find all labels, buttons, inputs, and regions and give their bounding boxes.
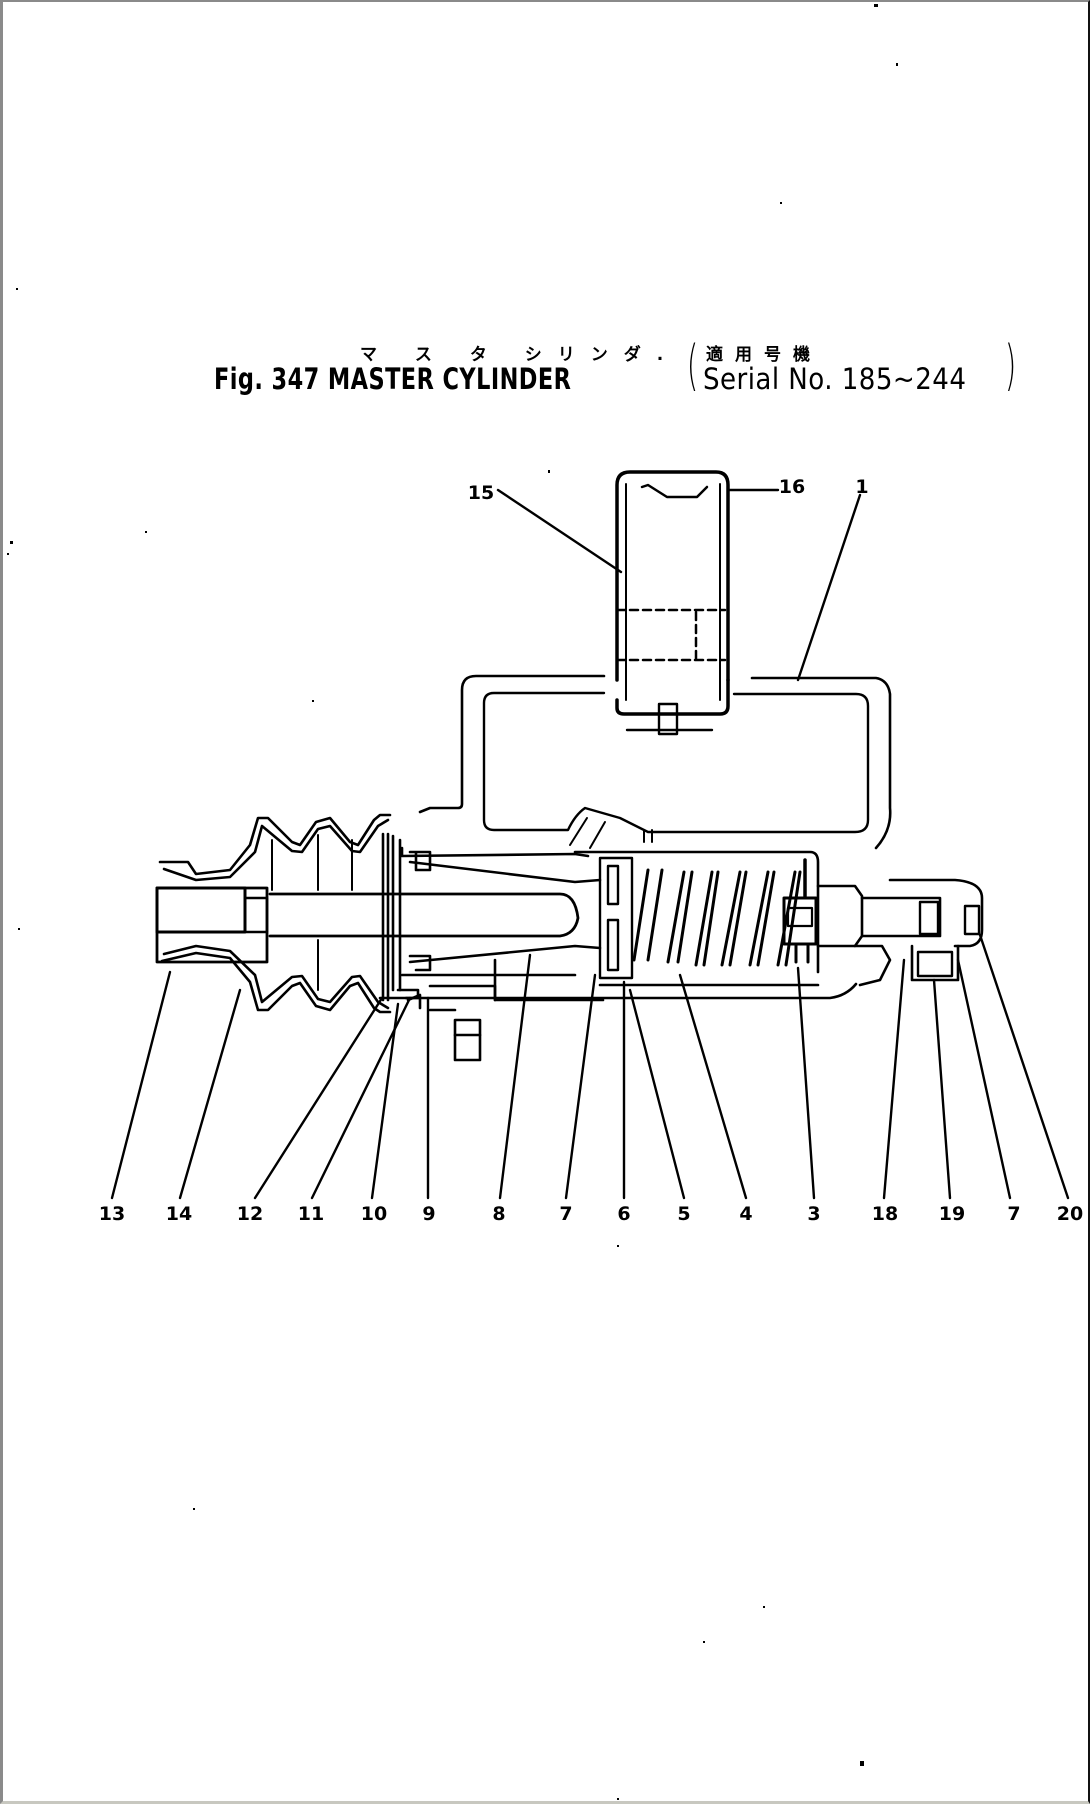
scan-speck [16,288,18,290]
callout-16: 16 [778,476,806,498]
callout-4: 4 [739,1203,753,1225]
callout-20: 20 [1056,1203,1084,1225]
outlet-fitting [816,878,984,987]
applicability-kana: 適用号機 [706,345,822,365]
paren-close: ) [1004,334,1017,397]
leader-lines [110,488,1070,1200]
dust-boot [158,813,392,1014]
scan-speck [145,531,147,533]
scan-speck [874,4,878,7]
scan-speck [703,1641,705,1643]
callout-7a: 7 [559,1203,573,1225]
scan-speck [548,470,550,473]
push-rod [155,886,580,964]
scan-speck [18,928,20,930]
scan-speck [10,541,13,544]
callout-11: 11 [297,1203,325,1225]
cylinder-bore [378,850,858,1000]
serial-range: Serial No. 185~244 [703,362,967,396]
scan-speck [617,1798,619,1800]
scan-speck [193,1508,195,1510]
scan-speck [860,1761,864,1766]
callout-14: 14 [165,1203,193,1225]
return-spring [632,868,802,967]
callout-6: 6 [617,1203,631,1225]
scan-speck [7,553,9,555]
callout-19: 19 [938,1203,966,1225]
callout-5: 5 [677,1203,691,1225]
scan-speck [312,700,314,702]
callout-8: 8 [492,1203,506,1225]
title-kana: マ ス タ シリンダ. [360,345,680,365]
scan-speck [780,202,782,204]
paren-open: ( [686,334,699,397]
callout-13: 13 [98,1203,126,1225]
scan-speck [763,1606,765,1608]
scan-speck [617,1245,619,1247]
callout-18: 18 [871,1203,899,1225]
piston-guide-stack [381,832,602,1010]
callout-7b: 7 [1007,1203,1021,1225]
mounting-flange [428,958,605,1062]
figure-title: マ ス タ シリンダ. 適用号機 Fig. 347 MASTER CYLINDE… [210,334,1030,410]
title-english: MASTER CYLINDER [327,362,572,396]
check-valve [782,858,818,964]
reservoir-internal-dashes [615,608,727,662]
title-main: Fig. 347 MASTER CYLINDER [214,362,571,396]
callout-1: 1 [855,476,869,498]
scan-speck [896,63,898,66]
reservoir-cap [615,470,730,716]
callout-3: 3 [807,1203,821,1225]
callout-10: 10 [360,1203,388,1225]
reservoir-outlet [625,702,714,736]
figure-number: Fig. 347 [214,362,320,396]
callout-9: 9 [422,1203,436,1225]
callout-15: 15 [467,482,495,504]
callout-12: 12 [236,1203,264,1225]
cylinder-body [418,674,892,850]
